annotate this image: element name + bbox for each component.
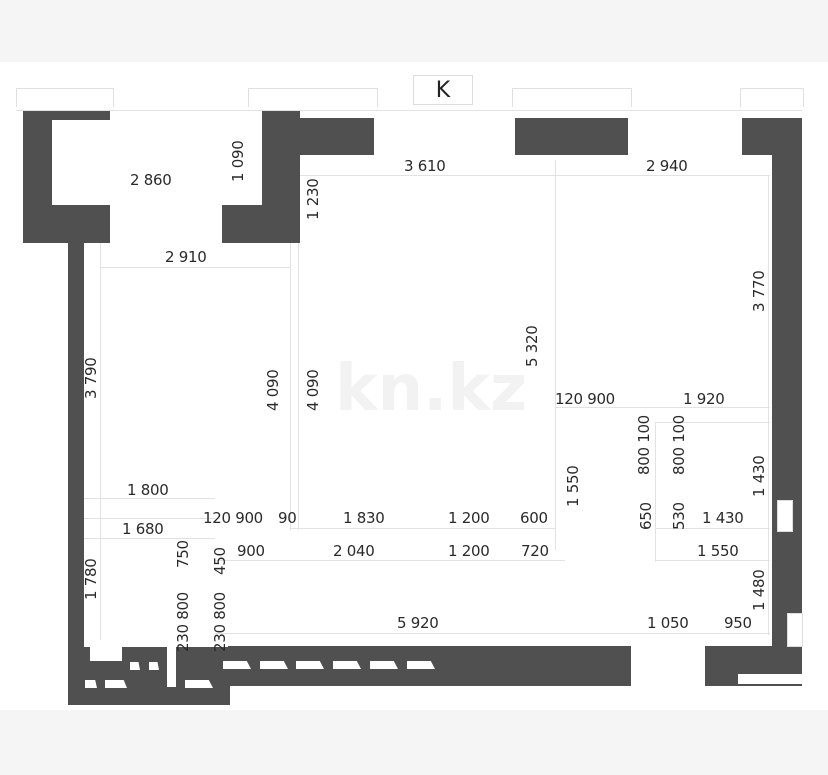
dimension-label: 5 320 bbox=[523, 325, 541, 367]
wall-top-2 bbox=[515, 118, 628, 155]
vent-duct bbox=[223, 661, 251, 669]
dimension-label: 2 040 bbox=[333, 542, 375, 560]
dim-line bbox=[655, 560, 770, 561]
dimension-label: 1 200 bbox=[448, 509, 490, 527]
dim-line bbox=[655, 422, 656, 562]
wall-left bbox=[68, 243, 84, 653]
dimension-label: 1 780 bbox=[82, 558, 100, 600]
wall-bottom-shaft bbox=[168, 647, 230, 705]
dim-line bbox=[298, 240, 299, 530]
facade-line bbox=[16, 110, 802, 111]
wall-shaft-notch bbox=[167, 647, 176, 687]
dimension-label: 1 430 bbox=[750, 455, 768, 497]
dim-line bbox=[300, 175, 770, 176]
watermark: kn.kz bbox=[335, 352, 528, 426]
dimension-label: 3 610 bbox=[404, 157, 446, 175]
dimension-label: 900 bbox=[237, 542, 265, 560]
window-right-lower bbox=[787, 613, 803, 647]
window-right-upper bbox=[777, 500, 793, 532]
dimension-label: 1 550 bbox=[697, 542, 739, 560]
dimension-label: 5 920 bbox=[397, 614, 439, 632]
dimension-label: 600 bbox=[520, 509, 548, 527]
dim-line bbox=[100, 267, 290, 268]
dimension-label: 120 900 bbox=[555, 390, 615, 408]
dimension-label: 1 550 bbox=[564, 465, 582, 507]
compass-label: K bbox=[413, 75, 473, 105]
dimension-label: 1 830 bbox=[343, 509, 385, 527]
dim-line bbox=[655, 528, 770, 529]
vent-duct bbox=[149, 662, 159, 670]
dimension-label: 4 090 bbox=[264, 369, 282, 411]
dim-line bbox=[768, 175, 769, 635]
dimension-label: 90 bbox=[278, 509, 297, 527]
top-margin-band bbox=[0, 0, 828, 62]
dimension-label: 950 bbox=[724, 614, 752, 632]
dim-line bbox=[290, 528, 555, 529]
dimension-label: 2 910 bbox=[165, 248, 207, 266]
dimension-label: 450 bbox=[211, 547, 229, 575]
dimension-label: 750 bbox=[174, 540, 192, 568]
wall-bottom-right-notch bbox=[738, 674, 802, 684]
dimension-label: 800 100 bbox=[635, 415, 653, 475]
dimension-label: 1 430 bbox=[702, 509, 744, 527]
parapet-mid-left bbox=[248, 88, 378, 107]
vent-duct bbox=[260, 661, 288, 669]
dimension-label: 1 800 bbox=[127, 481, 169, 499]
dim-line bbox=[655, 422, 770, 423]
dimension-label: 650 bbox=[637, 502, 655, 530]
dimension-label: 2 860 bbox=[130, 171, 172, 189]
dimension-label: 1 920 bbox=[683, 390, 725, 408]
wall-loggia-bottom-left bbox=[23, 205, 110, 243]
dimension-label: 120 900 bbox=[203, 509, 263, 527]
dimension-label: 230 800 bbox=[211, 592, 229, 652]
parapet-right bbox=[740, 88, 804, 107]
dim-line bbox=[555, 407, 770, 408]
vent-duct bbox=[130, 662, 140, 670]
dimension-label: 3 790 bbox=[82, 357, 100, 399]
dim-line bbox=[80, 498, 215, 499]
dimension-label: 3 770 bbox=[750, 270, 768, 312]
wall-bottom-left-notch bbox=[90, 647, 122, 661]
wall-right bbox=[772, 118, 802, 678]
dimension-label: 1 230 bbox=[304, 178, 322, 220]
dimension-label: 530 bbox=[670, 502, 688, 530]
wall-loggia-top-left bbox=[23, 111, 110, 120]
dim-line bbox=[215, 560, 565, 561]
vent-duct bbox=[85, 680, 97, 688]
dimension-label: 720 bbox=[521, 542, 549, 560]
vent-duct bbox=[296, 661, 324, 669]
parapet-mid-right bbox=[512, 88, 632, 107]
vent-duct bbox=[407, 661, 435, 669]
dim-line bbox=[80, 538, 215, 539]
dim-line bbox=[215, 633, 770, 634]
dim-line bbox=[100, 240, 101, 640]
dimension-label: 230 800 bbox=[174, 592, 192, 652]
dimension-label: 1 200 bbox=[448, 542, 490, 560]
bottom-margin-band bbox=[0, 710, 828, 775]
dimension-label: 1 050 bbox=[647, 614, 689, 632]
dimension-label: 800 100 bbox=[670, 415, 688, 475]
dim-line bbox=[80, 518, 215, 519]
parapet-left bbox=[16, 88, 114, 107]
dimension-label: 1 480 bbox=[750, 569, 768, 611]
dimension-label: 2 940 bbox=[646, 157, 688, 175]
dim-line bbox=[555, 160, 556, 550]
wall-top-1 bbox=[262, 118, 374, 155]
dimension-label: 1 090 bbox=[229, 140, 247, 182]
dim-line bbox=[290, 240, 291, 530]
vent-duct bbox=[105, 680, 127, 688]
vent-duct bbox=[185, 680, 213, 688]
vent-duct bbox=[333, 661, 361, 669]
dimension-label: 4 090 bbox=[304, 369, 322, 411]
dimension-label: 1 680 bbox=[122, 520, 164, 538]
vent-duct bbox=[370, 661, 398, 669]
